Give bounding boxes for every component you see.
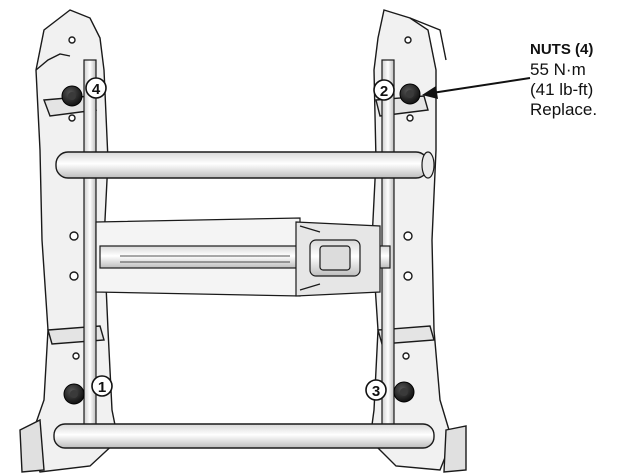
- callout-torque-imperial: (41 lb-ft): [530, 80, 594, 99]
- nut-3: [393, 381, 415, 403]
- callout-title: NUTS (4): [530, 41, 594, 58]
- callout-leader-arrow: [422, 77, 531, 99]
- nuts-callout: NUTS (4) 55 N·m (41 lb-ft) Replace.: [530, 40, 626, 120]
- marker-4: 4: [85, 77, 107, 99]
- lower-cross-tube: [53, 423, 435, 449]
- nut-4: [61, 85, 83, 107]
- callout-torque-metric: 55 N·m: [530, 60, 586, 79]
- height-adjust-motor: [95, 217, 391, 297]
- nut-1: [63, 383, 85, 405]
- marker-3: 3: [365, 379, 387, 401]
- marker-1: 1: [91, 375, 113, 397]
- marker-4-label: 4: [92, 81, 101, 98]
- marker-2: 2: [373, 79, 395, 101]
- marker-3-label: 3: [372, 383, 380, 400]
- upper-cross-tube: [55, 151, 435, 179]
- marker-2-label: 2: [380, 83, 388, 100]
- callout-note: Replace.: [530, 100, 598, 119]
- marker-1-label: 1: [98, 379, 106, 396]
- nut-2: [399, 83, 421, 105]
